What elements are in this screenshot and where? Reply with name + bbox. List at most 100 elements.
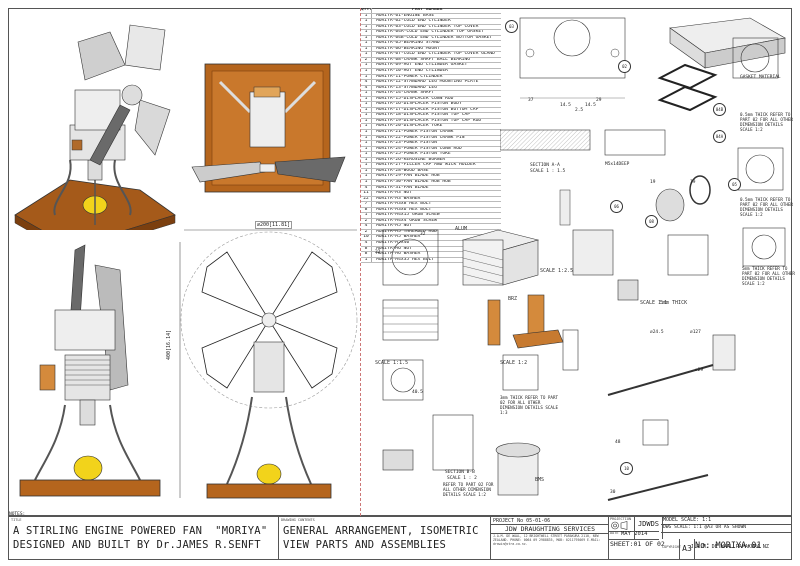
- part-number: MORIYA-06-BEARING MOUNT: [376, 46, 440, 51]
- part-qty: 1: [361, 152, 372, 157]
- part-qty: 1: [361, 118, 372, 124]
- part-qty: 1: [361, 146, 372, 152]
- parts-list-header: QTY. PART NUMBER: [361, 8, 501, 14]
- dimension-label: ∅127: [690, 330, 701, 335]
- part-number: MORIYA-M5 WASHER: [376, 235, 421, 240]
- note-bb: REFER TO PART 02 FOR ALL OTHER DIMENSION…: [443, 482, 494, 497]
- dimension-label: 32: [420, 232, 426, 237]
- fan-blade: [134, 99, 171, 156]
- note-05mm-a: 0.5mm THICK REFER TO PART 02 FOR ALL OTH…: [740, 112, 793, 132]
- dimension-label: 14.5: [560, 103, 571, 108]
- part-callout: 04B: [713, 103, 726, 116]
- title-block: TITLE A STIRLING ENGINE POWERED FAN "MOR…: [8, 516, 792, 560]
- part-qty: 11: [361, 191, 372, 196]
- project-number: PROJECT No 05-01-06: [493, 518, 551, 524]
- contents-line-2: VIEW PARTS AND ASSEMBLIES: [283, 539, 447, 551]
- dimension-label: 40.5: [412, 390, 423, 395]
- part-number: MORIYA-12-STANDARD LEG MOUNTING PLATE: [376, 80, 479, 85]
- part-number: MORIYA-14-CRANK SHAFT: [376, 91, 435, 96]
- part-number: MORIYA-28-WOOD BASE: [376, 168, 429, 173]
- part-number: MORIYA-18-DISPLACER PISTON TOP CAP: [376, 113, 471, 118]
- part-qty: 4: [361, 185, 372, 191]
- part-number: MORIYA-15-DISPLACER CONN ROD: [376, 96, 454, 101]
- gasket-plate-04a: [732, 37, 779, 79]
- section-aa-scale: SCALE 1 : 1.5: [530, 169, 566, 174]
- cylinder-plan: [382, 229, 439, 286]
- dimension-label: 22: [375, 250, 381, 255]
- drawing-number: No: MORIYA-01: [695, 541, 762, 551]
- part-number: MORIYA-05-BEARING STAND: [376, 41, 440, 46]
- plate-5mm: [742, 227, 786, 267]
- height-label: 400[16.14]: [166, 329, 172, 360]
- dim-29: 29: [596, 98, 602, 103]
- part-qty: 1: [361, 130, 372, 135]
- part-number: MORIYA-01-ENGINE BASE: [376, 13, 435, 18]
- fan-blade: [124, 24, 166, 71]
- notes-label: NOTES:: [9, 512, 26, 517]
- title-label: TITLE: [11, 518, 22, 522]
- part-callout: 08: [645, 215, 658, 228]
- part-qty: 1: [361, 124, 372, 130]
- drawing-border: [8, 8, 792, 516]
- divider-line: [360, 218, 361, 516]
- parts-list-row: 1 MORIYA-15-DISPLACER CONN ROD: [361, 96, 501, 103]
- part-qty: 1: [361, 163, 372, 168]
- copyright: J.A.M. DE WAAL PAPAKURA NZ: [690, 544, 769, 550]
- part-number: MORIYA-22-POWER PISTON CRANK PIN: [376, 135, 465, 140]
- part-callout: 10: [620, 462, 633, 475]
- part-number: MORIYA-M4x4 GRUB SCREW: [376, 218, 437, 223]
- part-qty: 1: [361, 107, 372, 113]
- logo: JDWDS: [634, 517, 663, 539]
- part-qty: 8: [361, 252, 372, 257]
- fan-blade-dark: [89, 104, 131, 166]
- projection-symbol-icon: [611, 521, 628, 530]
- part-qty: 8: [361, 246, 372, 252]
- part-qty: 1: [361, 24, 372, 30]
- date-label: DATE: [610, 531, 619, 535]
- part-number: MORIYA-27-FILLER CAP AND WICK HOLDER: [376, 163, 476, 168]
- part-qty: 1: [361, 257, 372, 263]
- part-number: MORIYA-02-COLD END CYLINDER: [376, 19, 451, 24]
- parts-list-row: 1 MORIYA-02-COLD END CYLINDER: [361, 19, 501, 25]
- part-qty: 1: [361, 174, 372, 179]
- part-number: MORIYA-04B-COLD END CYLINDER BOTTOM GASK…: [376, 35, 493, 40]
- part-qty: 1: [361, 113, 372, 118]
- part-number: MORIYA-20-DISPLACER YOKE: [376, 124, 443, 129]
- side-view: [19, 244, 161, 497]
- title-line-1: A STIRLING ENGINE POWERED FAN "MORIYA": [13, 525, 268, 537]
- part-qty: 4: [361, 240, 372, 246]
- material-alum-label: ALUM: [455, 226, 468, 232]
- part-number: MORIYA-16-DISPLACER PISTON BODY: [376, 102, 462, 107]
- fan-blade: [77, 31, 126, 81]
- fan-hub: [121, 84, 143, 106]
- brass-part: [487, 299, 501, 346]
- part-number-header: PART NUMBER: [412, 8, 443, 12]
- part-qty: 2: [361, 57, 372, 63]
- part-number: MORIYA-M5 THREADED ROD: [376, 229, 437, 234]
- part-qty: 1: [361, 96, 372, 102]
- part-number: MORIYA-M3 WASHER: [376, 196, 421, 201]
- part-qty: 1: [361, 19, 372, 24]
- material-bms-label: BMS: [535, 477, 545, 483]
- part-number: MORIYA-21-POWER PISTON CRANK: [376, 130, 454, 135]
